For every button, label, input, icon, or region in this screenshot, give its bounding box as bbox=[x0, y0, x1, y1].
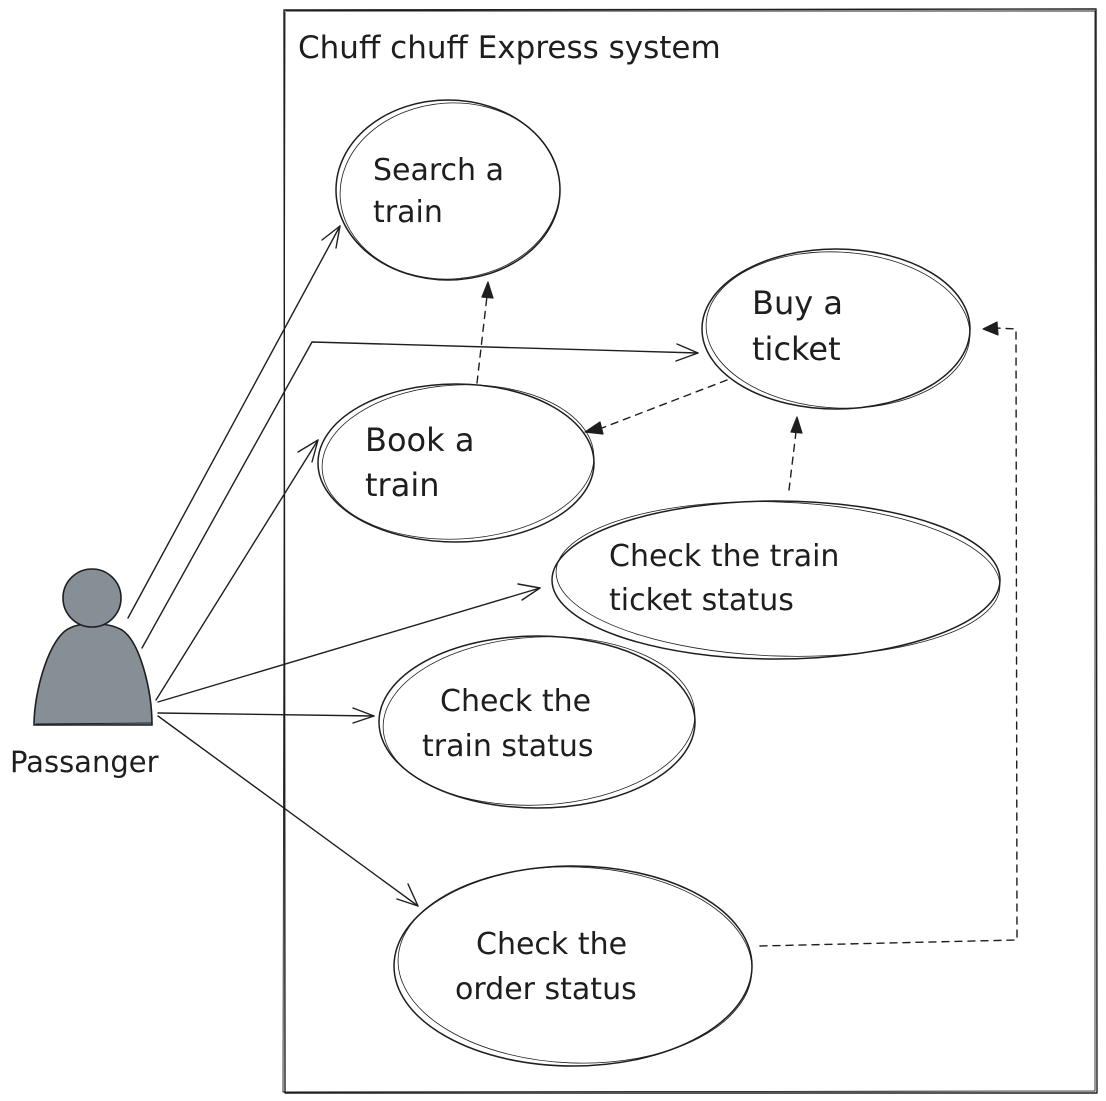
use-case-label: Search a train bbox=[373, 153, 514, 230]
dependency-book-to-search bbox=[476, 281, 494, 384]
dependency-order-to-buy bbox=[759, 321, 1018, 947]
person-icon bbox=[33, 568, 153, 726]
dependency-ticket-to-buy bbox=[788, 416, 803, 491]
use-case-search-a-train[interactable]: Search a train bbox=[334, 96, 566, 287]
use-case-check-train-status[interactable]: Check the train status bbox=[378, 629, 699, 813]
system-boundary bbox=[282, 8, 1098, 1094]
use-case-buy-a-ticket[interactable]: Buy a ticket bbox=[701, 245, 974, 415]
use-case-book-a-train[interactable]: Book a train bbox=[317, 378, 598, 546]
use-case-label: Check the train status bbox=[422, 684, 601, 764]
dependency-buy-to-book bbox=[584, 379, 728, 435]
use-case-label: Check the train ticket status bbox=[609, 539, 849, 618]
association-check-order bbox=[157, 715, 419, 907]
use-case-check-order-status[interactable]: Check the order status bbox=[393, 861, 755, 1069]
use-case-check-ticket-status[interactable]: Check the train ticket status bbox=[551, 494, 1003, 663]
association-book bbox=[155, 439, 319, 701]
use-case-label: Buy a ticket bbox=[752, 284, 853, 368]
association-buy bbox=[141, 341, 699, 649]
actor-label: Passanger bbox=[10, 745, 159, 779]
association-search bbox=[127, 225, 341, 619]
actor-passanger[interactable]: Passanger bbox=[10, 568, 159, 779]
use-case-label: Book a train bbox=[365, 421, 485, 504]
use-case-label: Check the order status bbox=[455, 927, 637, 1007]
association-check-train bbox=[157, 707, 375, 724]
association-check-ticket bbox=[157, 583, 541, 703]
system-title: Chuff chuff Express system bbox=[298, 30, 721, 66]
